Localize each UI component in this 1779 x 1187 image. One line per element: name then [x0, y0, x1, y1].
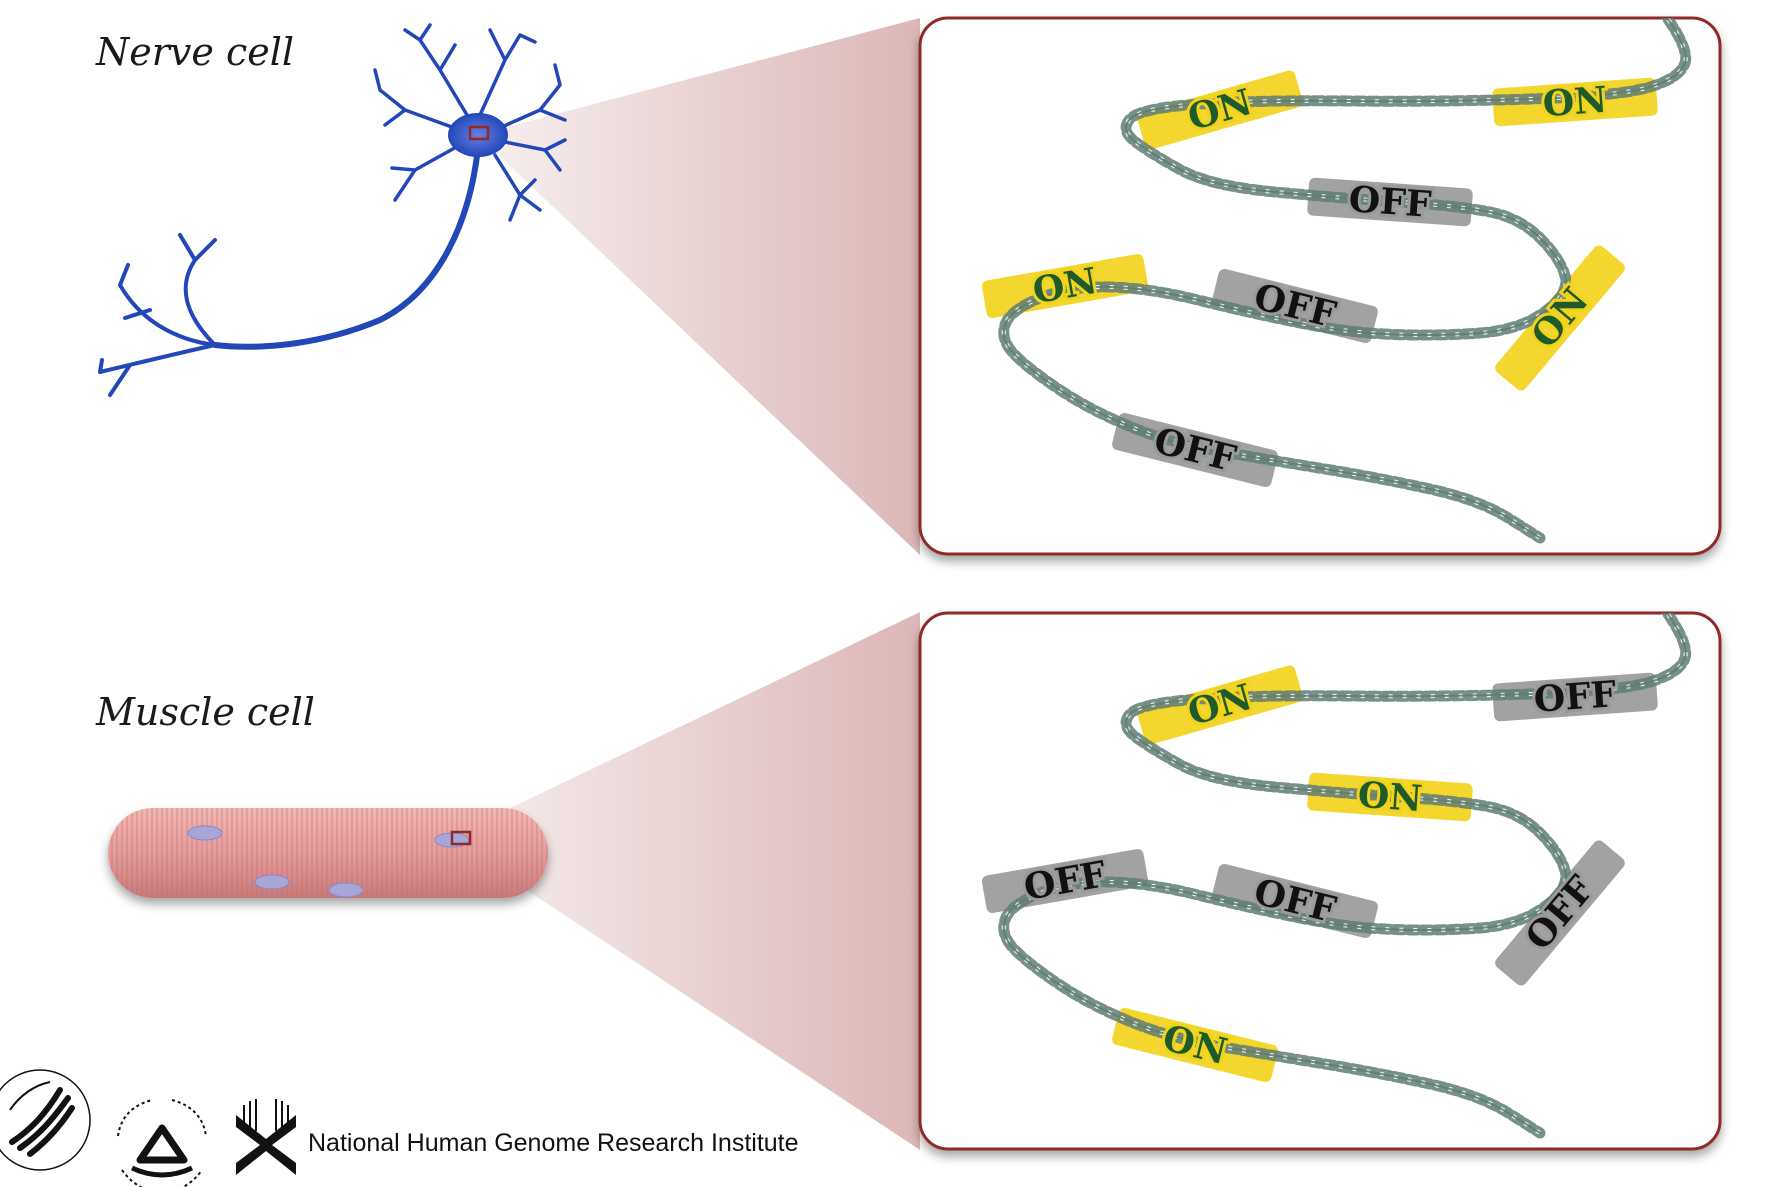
hhs-logo	[0, 1069, 91, 1171]
gene-label-halo: ON	[1541, 79, 1608, 125]
gene-label-halo: ON	[1356, 774, 1423, 820]
gene-label-halo: OFF	[1532, 673, 1618, 721]
muscle-nucleus	[187, 825, 223, 841]
muscle-cell-fiber	[108, 808, 548, 898]
muscle-zoom-marker	[450, 830, 472, 846]
nerve-zoom-marker	[468, 125, 490, 141]
muscle-nucleus	[328, 882, 364, 898]
gene-label-on: ON	[1541, 79, 1608, 125]
nerve-zoom-wedge	[488, 18, 920, 555]
muscle-nucleus	[254, 874, 290, 890]
nih-logo	[113, 1099, 211, 1187]
gene-band-on	[1137, 70, 1303, 150]
nhgri-logo	[236, 1099, 296, 1175]
nerve-cell-soma	[448, 113, 508, 157]
nerve-cell-label: Nerve cell	[96, 30, 295, 74]
gene-band-on	[1137, 665, 1303, 745]
institute-name: National Human Genome Research Institute	[308, 1129, 799, 1157]
gene-label-off: OFF	[1347, 178, 1433, 226]
gene-band-off	[1495, 840, 1625, 986]
gene-label-halo: OFF	[1347, 178, 1433, 226]
gene-label-on: ON	[1356, 774, 1423, 820]
muscle-zoom-wedge	[460, 612, 920, 1150]
nerve-cell-neuron	[98, 23, 567, 397]
muscle-cell-label: Muscle cell	[96, 690, 315, 734]
gene-label-off: OFF	[1532, 673, 1618, 721]
gene-band-on	[1495, 245, 1625, 391]
